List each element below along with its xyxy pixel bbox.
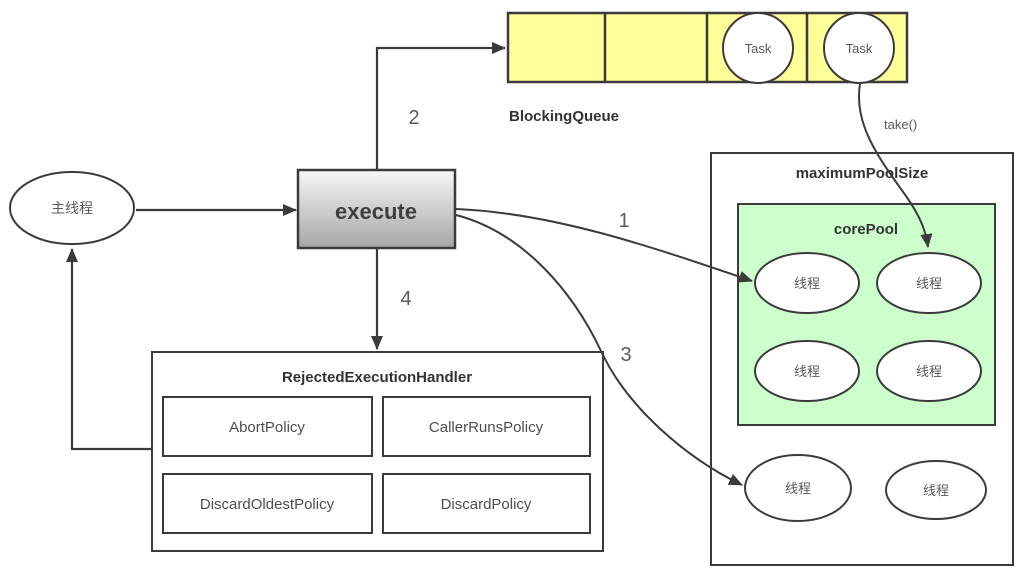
policy-caller-runs: CallerRunsPolicy bbox=[382, 396, 591, 457]
policy-abort-label: AbortPolicy bbox=[229, 419, 305, 436]
policy-discard: DiscardPolicy bbox=[382, 473, 591, 534]
core-thread: 线程 bbox=[754, 340, 860, 402]
edge-labels: 1 2 3 4 take() bbox=[400, 107, 917, 366]
execute-label: execute bbox=[335, 199, 417, 224]
maximum-pool-size-title: maximumPoolSize bbox=[796, 165, 929, 182]
overflow-thread-label: 线程 bbox=[785, 481, 811, 496]
step-2-label: 2 bbox=[408, 107, 419, 129]
overflow-thread-label: 线程 bbox=[923, 483, 949, 498]
policy-abort: AbortPolicy bbox=[162, 396, 373, 457]
core-thread-label: 线程 bbox=[916, 364, 942, 379]
edge-task-take bbox=[857, 83, 933, 248]
step-3-label: 3 bbox=[620, 344, 631, 366]
core-thread: 线程 bbox=[876, 340, 982, 402]
edges bbox=[66, 42, 933, 486]
overflow-thread: 线程 bbox=[885, 460, 987, 520]
blocking-queue-title: BlockingQueue bbox=[509, 108, 619, 125]
core-thread-label: 线程 bbox=[794, 364, 820, 379]
core-thread-label: 线程 bbox=[916, 276, 942, 291]
take-label: take() bbox=[884, 117, 917, 132]
policy-discard-oldest: DiscardOldestPolicy bbox=[162, 473, 373, 534]
policy-discard-label: DiscardPolicy bbox=[441, 496, 532, 513]
main-thread-label: 主线程 bbox=[51, 200, 93, 216]
core-pool-title: corePool bbox=[834, 221, 898, 238]
core-thread: 线程 bbox=[876, 252, 982, 314]
core-thread-label: 线程 bbox=[794, 276, 820, 291]
overflow-thread: 线程 bbox=[744, 454, 852, 522]
step-1-label: 1 bbox=[618, 210, 629, 232]
blocking-queue: BlockingQueue Task Task bbox=[506, 11, 909, 125]
edge-execute-to-queue bbox=[375, 42, 506, 170]
policy-discard-oldest-label: DiscardOldestPolicy bbox=[200, 496, 335, 513]
handler-title: RejectedExecutionHandler bbox=[282, 369, 472, 386]
task-label: Task bbox=[846, 41, 873, 56]
edge-execute-to-corepool bbox=[455, 208, 753, 283]
edge-handler-to-main bbox=[66, 248, 152, 451]
main-thread-node: 主线程 bbox=[9, 171, 135, 245]
task-label: Task bbox=[745, 41, 772, 56]
rejected-execution-handler-box: RejectedExecutionHandler AbortPolicy Cal… bbox=[151, 351, 604, 552]
edge-execute-to-overflow bbox=[455, 214, 743, 486]
task-circle: Task bbox=[823, 12, 895, 84]
task-circle: Task bbox=[722, 12, 794, 84]
core-thread: 线程 bbox=[754, 252, 860, 314]
execute-node: execute bbox=[296, 168, 457, 250]
step-4-label: 4 bbox=[400, 288, 411, 310]
policy-caller-runs-label: CallerRunsPolicy bbox=[429, 419, 544, 436]
